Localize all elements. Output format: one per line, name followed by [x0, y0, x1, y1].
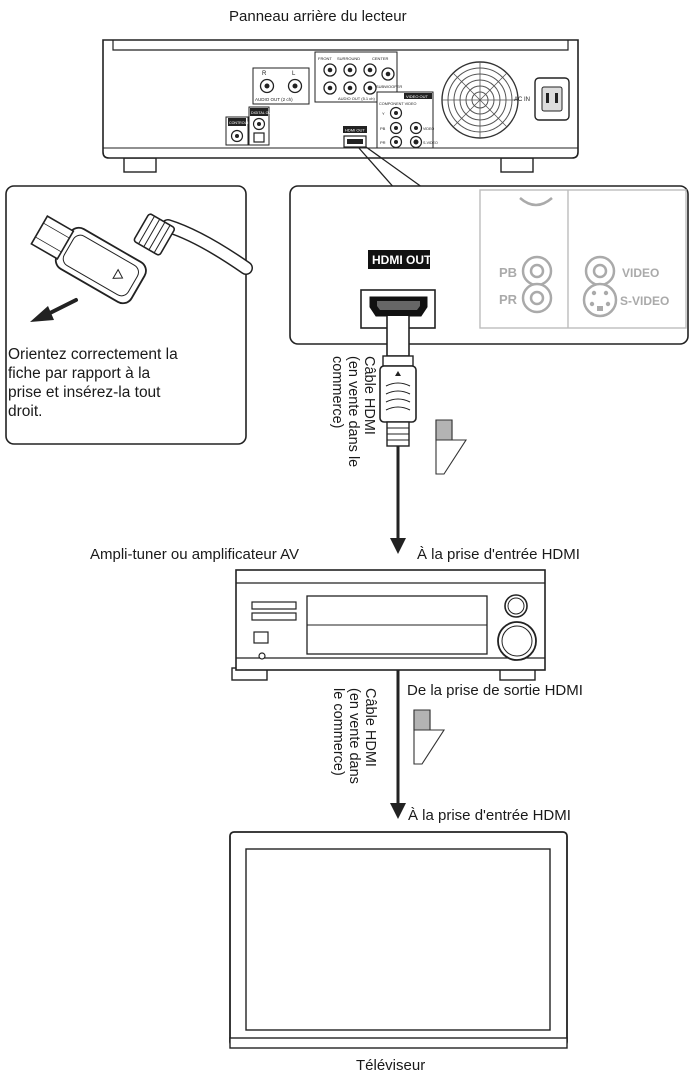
- to-hdmi-input-label-1: À la prise d'entrée HDMI: [417, 546, 580, 563]
- surround-text: SURROUND: [337, 56, 360, 61]
- hdmi-out-zoom-callout: PB PR VIDEO S-VIDEO HDMI OUT: [289, 185, 689, 345]
- ac-inlet: AC IN: [514, 77, 570, 121]
- center-text: CENTER: [372, 56, 389, 61]
- hdmi-out-small: HDMI OUT: [343, 126, 367, 148]
- plug-instruction-callout: [5, 185, 253, 445]
- r-text: R: [262, 71, 267, 77]
- plug-instruction-line-3: prise et insérez-la tout: [8, 384, 161, 401]
- plug-instruction-text: Orientez correctement la fiche par rappo…: [8, 345, 178, 421]
- plug-instruction-line-2: fiche par rapport à la: [8, 365, 151, 382]
- control-in-text: CONTROL IN: [229, 121, 251, 125]
- cable-label-1-line-3: commerce): [329, 356, 345, 429]
- audio-out-51ch: FRONT SURROUND CENTER SUBWOOFER AUDIO OU…: [314, 51, 402, 103]
- av-amplifier: [231, 569, 546, 681]
- jack-video-text: VIDEO: [622, 266, 659, 280]
- tv-label: Téléviseur: [356, 1057, 426, 1074]
- amp-label: Ampli-tuner ou amplificateur AV: [90, 546, 299, 563]
- pb-small-text: PB: [380, 126, 386, 131]
- digital-out-text: DIGITAL OUT: [251, 111, 274, 115]
- player-foot-left: [123, 157, 157, 173]
- jack-svideo-text: S-VIDEO: [620, 294, 669, 308]
- control-digital-block: CONTROL IN DIGITAL OUT: [225, 106, 274, 146]
- television: [229, 831, 568, 1049]
- jack-pb-text: PB: [499, 265, 517, 280]
- plug-instruction-line-4: droit.: [8, 403, 43, 420]
- l-text: L: [292, 71, 296, 77]
- video-out-text: VIDEO OUT: [406, 94, 429, 99]
- player-rear-panel-label: Panneau arrière du lecteur: [229, 8, 407, 25]
- audio-out-2ch: R L AUDIO OUT (2 ch): [252, 67, 310, 105]
- cable-label-2: Câble HDMI (en vente dans le commerce): [330, 688, 378, 784]
- ac-in-text: AC IN: [514, 97, 530, 103]
- plug-instruction-line-1: Orientez correctement la: [8, 346, 178, 363]
- subwoofer-text: SUBWOOFER: [376, 84, 402, 89]
- audio-out-2ch-text: AUDIO OUT (2 ch): [255, 97, 293, 102]
- cable-label-2-line-1: Câble HDMI: [362, 688, 378, 767]
- video-out-block: VIDEO OUT COMPONENT VIDEO Y PB PR VIDEO …: [376, 91, 438, 149]
- cable-label-1-line-2: (en vente dans le: [345, 356, 361, 468]
- hdmi-out-small-text: HDMI OUT: [345, 128, 365, 133]
- pr-small-text: PR: [380, 140, 386, 145]
- svideo-small-text: S-VIDEO: [423, 141, 438, 145]
- to-hdmi-input-label-2: À la prise d'entrée HDMI: [408, 807, 571, 824]
- video-small-text: VIDEO: [423, 127, 434, 131]
- front-text: FRONT: [318, 56, 332, 61]
- player-rear-panel: AC IN R L AUDIO OUT (2 ch) FRONT SURROUN…: [102, 39, 579, 191]
- hdmi-cable-1: [379, 316, 468, 554]
- cable-label-1-line-1: Câble HDMI: [361, 356, 377, 435]
- jack-pr-text: PR: [499, 292, 518, 307]
- audio-out-51-text: AUDIO OUT (5.1 ch): [338, 96, 375, 101]
- cable-label-1: Câble HDMI (en vente dans le commerce): [329, 356, 377, 467]
- cable-label-2-line-3: le commerce): [330, 688, 346, 776]
- hdmi-out-badge: HDMI OUT: [372, 253, 432, 267]
- component-video-text: COMPONENT VIDEO: [379, 102, 417, 106]
- fan-grille: [441, 61, 519, 139]
- from-hdmi-output-label: De la prise de sortie HDMI: [407, 682, 583, 699]
- player-foot-right: [500, 157, 534, 173]
- y-text: Y: [382, 111, 385, 116]
- cable-label-2-line-2: (en vente dans: [346, 688, 362, 784]
- hdmi-cable-2: [390, 670, 446, 819]
